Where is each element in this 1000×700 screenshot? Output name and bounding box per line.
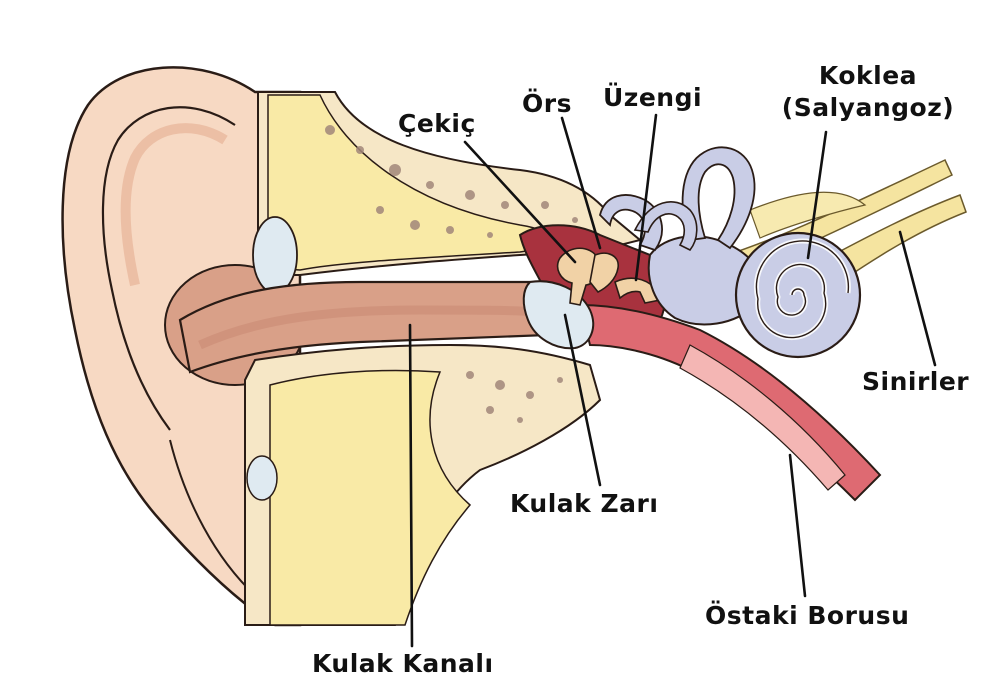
leader-cekic [463, 140, 577, 264]
label-ostaki: Östaki Borusu [705, 600, 909, 630]
leader-ostaki [788, 453, 807, 598]
label-kulak-zari: Kulak Zarı [510, 489, 658, 518]
ossicles [556, 247, 662, 306]
label-koklea: Koklea [819, 61, 917, 90]
leader-sinirler [898, 230, 937, 367]
label-sinirler: Sinirler [862, 367, 969, 396]
label-uzengi: Üzengi [603, 82, 702, 112]
leader-ors [560, 116, 602, 250]
leader-uzengi [634, 113, 658, 282]
leader-kulak-zari [563, 313, 602, 487]
eustachian-tube [578, 303, 882, 502]
labels: Çekiç Örs Üzengi Koklea (Salyangoz) Sini… [312, 61, 969, 678]
label-cekic: Çekiç [398, 109, 476, 138]
leader-koklea [806, 130, 828, 260]
temporal-bone [244, 91, 643, 626]
label-ors: Örs [522, 88, 572, 118]
leader-lines [408, 113, 937, 648]
leader-kulak-kanali [408, 323, 414, 648]
label-kulak-kanali: Kulak Kanalı [312, 649, 494, 678]
label-koklea-sub: (Salyangoz) [782, 93, 954, 122]
inner-ear [599, 146, 862, 359]
